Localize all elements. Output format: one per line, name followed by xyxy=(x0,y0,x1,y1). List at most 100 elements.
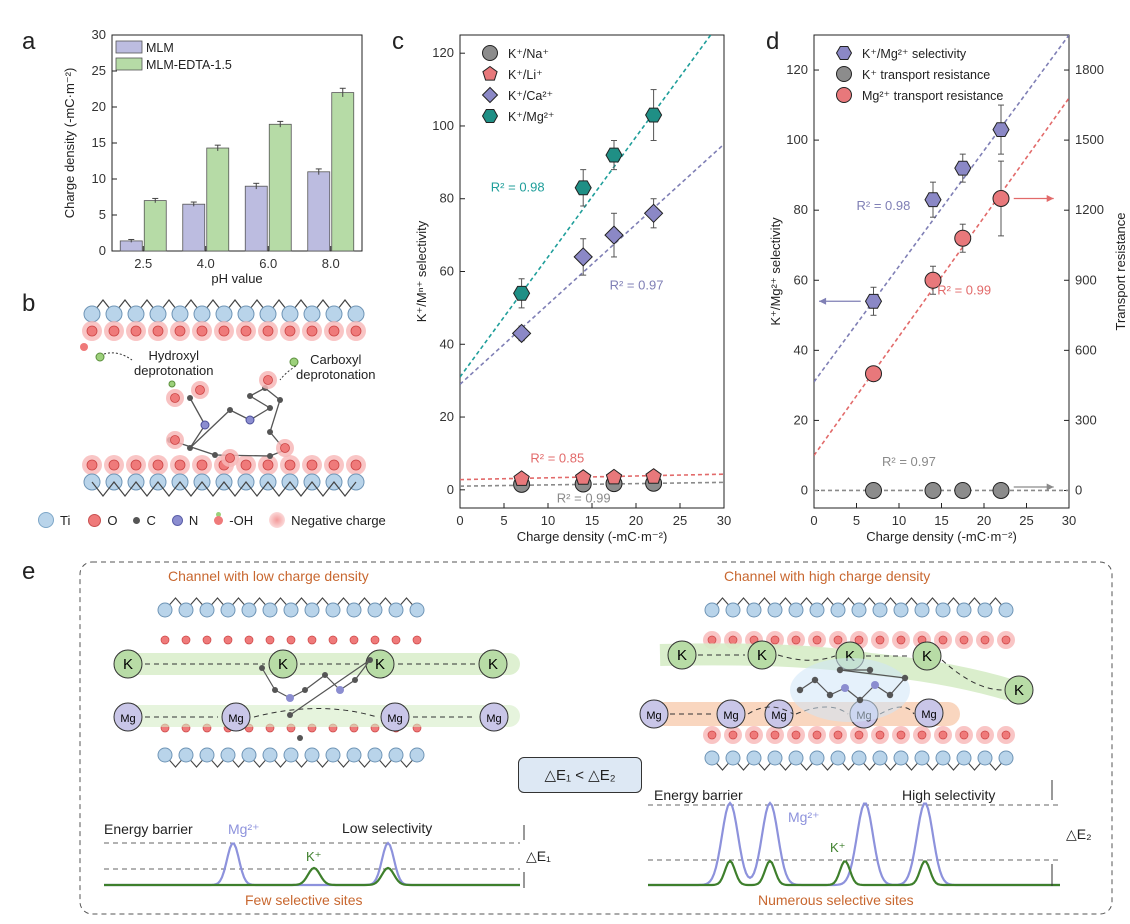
left-bottom-sheet-ti-atom xyxy=(388,747,404,763)
panel-c-point xyxy=(511,323,532,344)
bottom-o-atom xyxy=(284,459,296,471)
bottom-o-atom xyxy=(174,459,186,471)
left-mg-peak-label: Mg²⁺ xyxy=(228,821,260,837)
carboxyl-oxygen xyxy=(280,443,290,453)
left-molecule-nitrogen xyxy=(286,694,294,702)
right-k-ion-3-label: K xyxy=(845,648,855,665)
bottom-o-atom xyxy=(262,459,274,471)
panel-d-y2tick-label: 600 xyxy=(1075,342,1097,357)
panel-c-point xyxy=(513,470,530,486)
carboxyl-oxygen xyxy=(225,453,235,463)
panel-a-ytick-label: 15 xyxy=(92,135,106,150)
ti-atom-icon xyxy=(38,512,54,528)
molecule-carbon xyxy=(277,397,283,403)
panel-a-ytick-label: 0 xyxy=(99,243,106,258)
panel-c-point xyxy=(645,468,662,484)
carboxyl-oxygen xyxy=(195,385,205,395)
left-mg-ion-1-label: Mg xyxy=(120,713,135,725)
right-k-peak-label: K⁺ xyxy=(830,840,846,855)
right-bottom-sheet-o-atom xyxy=(833,730,843,740)
panel-c-point xyxy=(574,180,592,196)
right-top-sheet-ti-atom xyxy=(977,602,993,618)
left-molecule-carbon xyxy=(302,687,308,693)
right-bottom-sheet-o-atom xyxy=(749,730,759,740)
panel-c-point xyxy=(605,147,623,163)
left-top-sheet-ti-atom xyxy=(178,602,194,618)
left-mg-ion-3-label: Mg xyxy=(387,713,402,725)
panel-a-bar xyxy=(307,171,331,252)
right-molecule-carbon xyxy=(811,676,819,684)
panel-d-xtick-label: 0 xyxy=(810,513,817,528)
left-molecule-bond xyxy=(304,674,326,691)
right-bottom-sheet-o-atom xyxy=(896,730,906,740)
panel-c-ylabel: K⁺/Mⁿ⁺ selectivity xyxy=(414,220,429,322)
legend-ti: Ti xyxy=(60,512,71,528)
right-bottom-sheet-o-atom xyxy=(854,730,864,740)
panel-a-ytick-label: 30 xyxy=(92,27,106,42)
top-ti-atom xyxy=(171,305,189,323)
panel-c-fit-line xyxy=(460,481,724,487)
molecule-bond xyxy=(264,387,281,401)
right-top-sheet-ti-atom xyxy=(998,602,1014,618)
right-top-sheet-o-atom xyxy=(770,635,780,645)
panel-c-legend-marker xyxy=(482,65,498,81)
left-mg-path xyxy=(145,708,476,718)
right-bottom-sheet-o-atom xyxy=(917,730,927,740)
panel-c-legend-marker xyxy=(481,86,499,104)
left-top-sheet-ti-atom xyxy=(409,602,425,618)
panel-c-legend-label: K⁺/Mg²⁺ xyxy=(508,110,555,124)
right-top-sheet-o-atom xyxy=(980,635,990,645)
panel-c-xtick-label: 0 xyxy=(456,513,463,528)
top-o-atom xyxy=(108,325,120,337)
right-top-sheet-o-atom xyxy=(875,635,885,645)
left-k-ion-4-label: K xyxy=(488,656,498,673)
molecule-bond xyxy=(189,397,206,426)
top-ti-atom xyxy=(347,305,365,323)
panel-d-point xyxy=(924,192,942,208)
panel-c-legend-label: K⁺/Ca²⁺ xyxy=(508,89,553,103)
left-mg-ion-4-label: Mg xyxy=(486,713,501,725)
right-top-sheet-ti-atom xyxy=(956,602,972,618)
right-molecule-bond xyxy=(839,669,906,679)
panel-a-xtick-label: 6.0 xyxy=(259,256,277,271)
right-top-sheet-o-atom xyxy=(896,635,906,645)
left-bottom-sheet-ti-atom xyxy=(157,747,173,763)
left-molecule-carbon xyxy=(352,677,358,683)
molecule-carbon xyxy=(267,453,273,459)
panel-c-point xyxy=(513,285,531,301)
right-bottom-sheet-o-atom xyxy=(707,730,717,740)
bottom-o-atom xyxy=(108,459,120,471)
panel-c-xtick-label: 15 xyxy=(585,513,599,528)
left-top-sheet-o-atom xyxy=(160,635,170,645)
right-bottom-sheet-ti-atom xyxy=(935,750,951,766)
carboxyl-oxygen xyxy=(170,435,180,445)
panel-d-point xyxy=(992,190,1010,208)
bottom-o-atom xyxy=(328,459,340,471)
panel-d-legend-marker xyxy=(835,46,853,60)
left-bottom-sheet-ti-atom xyxy=(220,747,236,763)
few-sites-label: Few selective sites xyxy=(245,892,363,908)
panel-a-ytick-label: 5 xyxy=(99,207,106,222)
legend-negative-charge: Negative charge xyxy=(291,512,386,528)
carboxyl-h xyxy=(168,380,176,388)
right-bottom-sheet-o-atom xyxy=(1001,730,1011,740)
left-molecule-carbon xyxy=(367,657,373,663)
top-o-atom xyxy=(130,325,142,337)
panel-c-frame xyxy=(459,34,725,509)
top-ti-atom xyxy=(281,305,299,323)
panel-d-r2-label: R² = 0.97 xyxy=(882,454,936,469)
panel-label-a: a xyxy=(22,28,36,55)
right-mg-energy-curve xyxy=(648,801,1060,887)
bottom-o-atom xyxy=(152,459,164,471)
right-k-ion-1-label: K xyxy=(677,647,687,664)
panel-a-bar xyxy=(119,240,143,252)
panel-a-legend-swatch xyxy=(115,57,143,71)
left-channel-title: Channel with low charge density xyxy=(168,568,369,584)
right-k-ion-5-label: K xyxy=(1014,682,1024,699)
panel-c-point xyxy=(643,203,664,224)
left-top-sheet-ti-atom xyxy=(262,602,278,618)
delta-e1-label: △E₁ xyxy=(526,848,551,864)
panel-c-xlabel: Charge density (-mC·m⁻²) xyxy=(517,529,668,544)
